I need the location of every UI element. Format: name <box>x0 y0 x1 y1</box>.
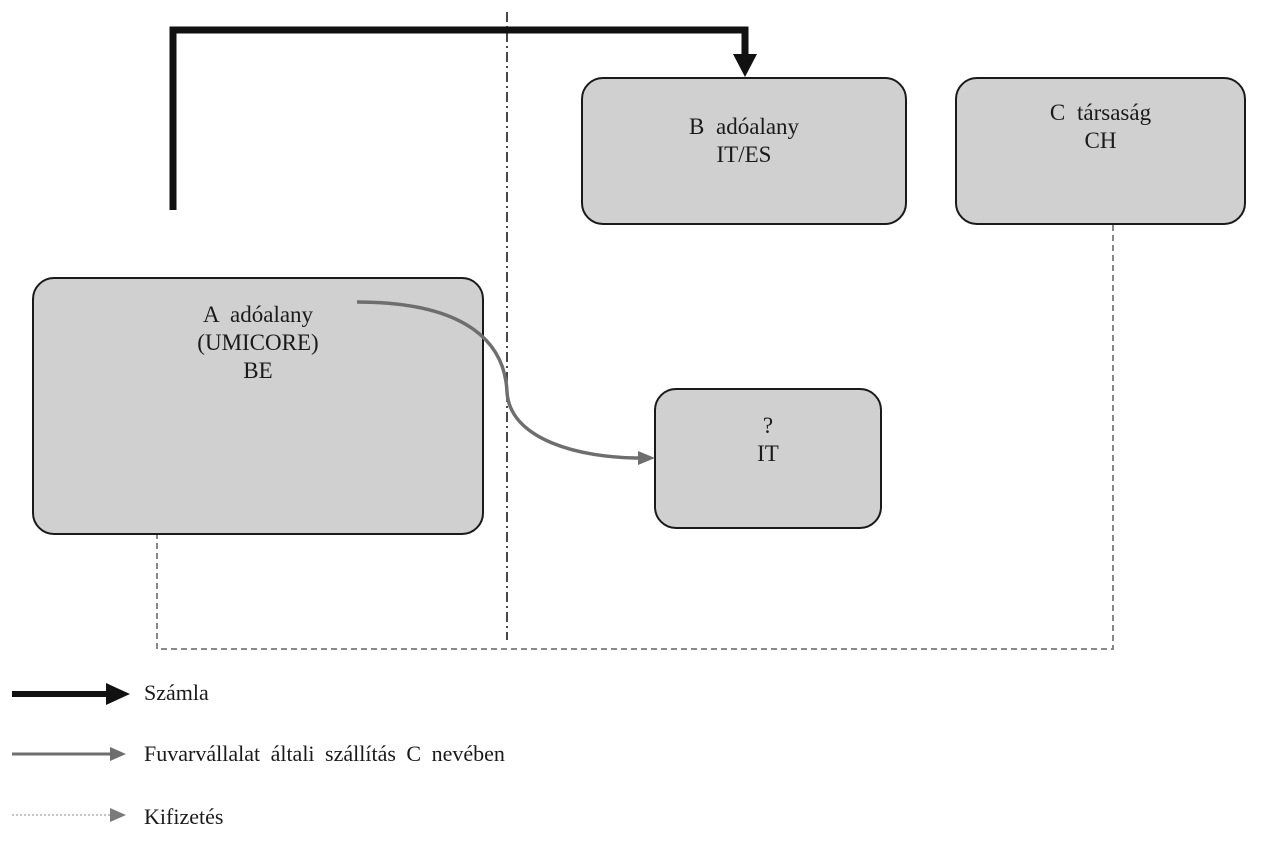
box-a-line-1: A adóalany <box>202 302 314 327</box>
unknown-it-box: ? IT <box>654 388 882 529</box>
box-b-line-2: IT/ES <box>716 142 772 167</box>
box-q-line-2: IT <box>757 441 779 466</box>
company-c-box: C társaság CH <box>955 77 1246 225</box>
invoice-arrowhead <box>733 54 757 77</box>
box-c-line-1: C társaság <box>1049 100 1152 125</box>
taxpayer-b-box: B adóalany IT/ES <box>581 77 907 225</box>
box-c-line-2: CH <box>1084 128 1117 153</box>
legend-label-delivery: Fuvarvállalat általi szállítás C nevében <box>144 741 505 766</box>
legend-label-payment: Kifizetés <box>144 804 224 829</box>
box-a-line-3: BE <box>243 358 273 383</box>
payment-arrow-line <box>156 225 1114 650</box>
box-b-line-1: B adóalany <box>688 114 800 139</box>
box-a-line-2: (UMICORE) <box>197 330 319 355</box>
box-q-line-1: ? <box>762 413 774 438</box>
legend-label-invoice: Számla <box>144 680 209 705</box>
invoice-arrow-line <box>169 26 749 210</box>
taxpayer-a-box: A adóalany (UMICORE) BE <box>32 277 484 535</box>
